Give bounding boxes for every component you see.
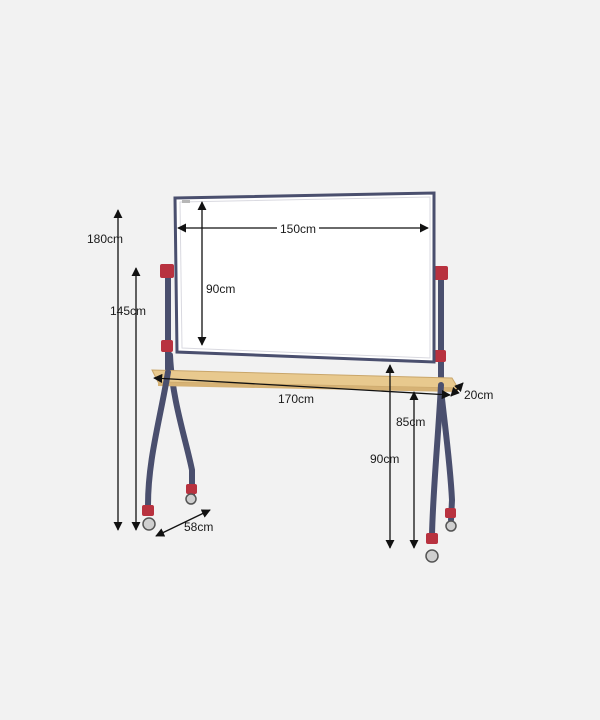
front-leg-right [425,382,444,563]
board-height-label: 90cm [203,282,239,296]
board-width-label: 150cm [277,222,320,236]
base-depth-label: 58cm [184,520,214,534]
tray-length-label: 170cm [278,392,315,406]
whiteboard-panel [173,191,436,364]
total-height-label: 180cm [87,232,124,246]
tray-depth-label: 20cm [464,388,494,402]
left-post [160,264,174,370]
front-leg-left [142,369,171,531]
board-top-height-label: 145cm [110,304,147,318]
right-post [434,266,448,380]
tray-height-label: 85cm [396,415,426,429]
board-bottom-height-label: 90cm [370,452,400,466]
